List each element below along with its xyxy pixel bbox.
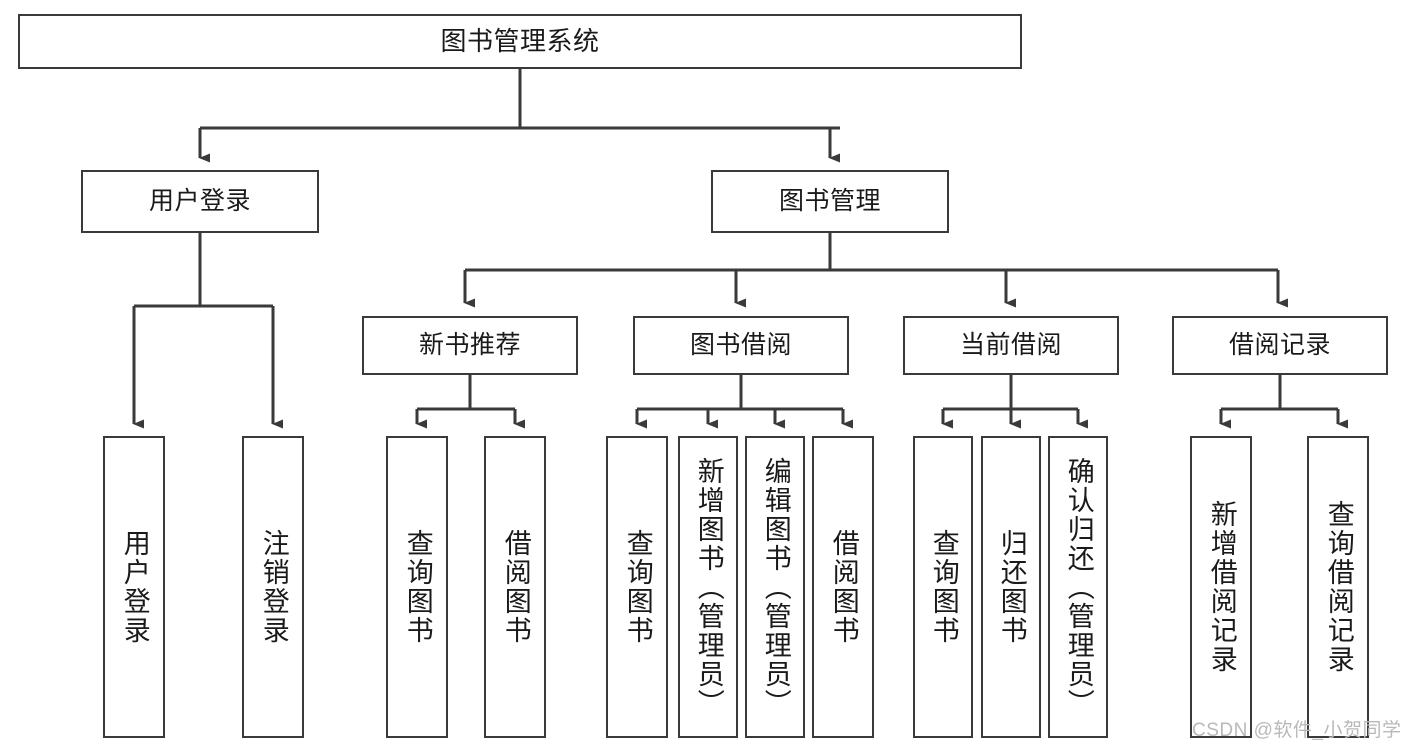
edge-group-book-manage (463, 233, 1288, 308)
node-leaf-query-record[interactable]: 查询借阅记录 (1307, 436, 1369, 738)
edge-group-book-borrow (635, 375, 853, 429)
node-root-label: 图书管理系统 (440, 25, 600, 56)
edge-group-root (198, 69, 840, 163)
node-book-borrow[interactable]: 图书借阅 (633, 316, 849, 375)
node-leaf-borrow-book-1[interactable]: 借阅图书 (484, 436, 546, 738)
node-leaf-confirm-return[interactable]: 确认归还（管理员） (1048, 436, 1108, 738)
node-leaf-logout-label: 注销登录 (258, 529, 289, 645)
node-leaf-query-book-1-label: 查询图书 (402, 529, 433, 645)
edge-group-borrow-record (1219, 375, 1348, 429)
node-leaf-query-book-2[interactable]: 查询图书 (606, 436, 668, 738)
node-current-borrow[interactable]: 当前借阅 (903, 316, 1119, 375)
node-leaf-borrow-book-2-label: 借阅图书 (828, 529, 859, 645)
edge-group-current-borrow (941, 375, 1088, 429)
node-leaf-edit-book-label: 编辑图书（管理员） (760, 456, 791, 718)
node-book-manage[interactable]: 图书管理 (711, 170, 949, 233)
node-new-book-recommend[interactable]: 新书推荐 (362, 316, 578, 375)
node-user-login-label: 用户登录 (148, 187, 251, 216)
node-leaf-borrow-book-2[interactable]: 借阅图书 (812, 436, 874, 738)
node-leaf-confirm-return-label: 确认归还（管理员） (1063, 456, 1094, 718)
node-leaf-query-book-1[interactable]: 查询图书 (386, 436, 448, 738)
node-leaf-borrow-book-1-label: 借阅图书 (500, 529, 531, 645)
node-new-book-recommend-label: 新书推荐 (418, 331, 521, 360)
node-book-borrow-label: 图书借阅 (689, 331, 792, 360)
node-borrow-record-label: 借阅记录 (1228, 331, 1331, 360)
node-current-borrow-label: 当前借阅 (959, 331, 1062, 360)
node-leaf-user-login[interactable]: 用户登录 (103, 436, 165, 738)
node-borrow-record[interactable]: 借阅记录 (1172, 316, 1388, 375)
node-user-login[interactable]: 用户登录 (81, 170, 319, 233)
node-leaf-return-book[interactable]: 归还图书 (981, 436, 1041, 738)
node-leaf-query-book-2-label: 查询图书 (622, 529, 653, 645)
node-leaf-user-login-label: 用户登录 (119, 529, 150, 645)
node-root[interactable]: 图书管理系统 (18, 14, 1022, 69)
node-leaf-add-book[interactable]: 新增图书（管理员） (678, 436, 738, 738)
node-leaf-return-book-label: 归还图书 (996, 529, 1027, 645)
node-leaf-add-record[interactable]: 新增借阅记录 (1190, 436, 1252, 738)
node-leaf-query-record-label: 查询借阅记录 (1323, 500, 1354, 674)
node-book-manage-label: 图书管理 (778, 187, 881, 216)
edge-group-user-login (132, 233, 283, 429)
node-leaf-query-book-3[interactable]: 查询图书 (913, 436, 973, 738)
node-leaf-edit-book[interactable]: 编辑图书（管理员） (745, 436, 805, 738)
csdn-watermark: CSDN @软件_小贺同学 (1192, 720, 1402, 741)
edge-group-new-book-recommend (415, 375, 525, 429)
node-leaf-add-book-label: 新增图书（管理员） (693, 456, 724, 718)
node-leaf-logout[interactable]: 注销登录 (242, 436, 304, 738)
node-leaf-add-record-label: 新增借阅记录 (1206, 500, 1237, 674)
node-leaf-query-book-3-label: 查询图书 (928, 529, 959, 645)
